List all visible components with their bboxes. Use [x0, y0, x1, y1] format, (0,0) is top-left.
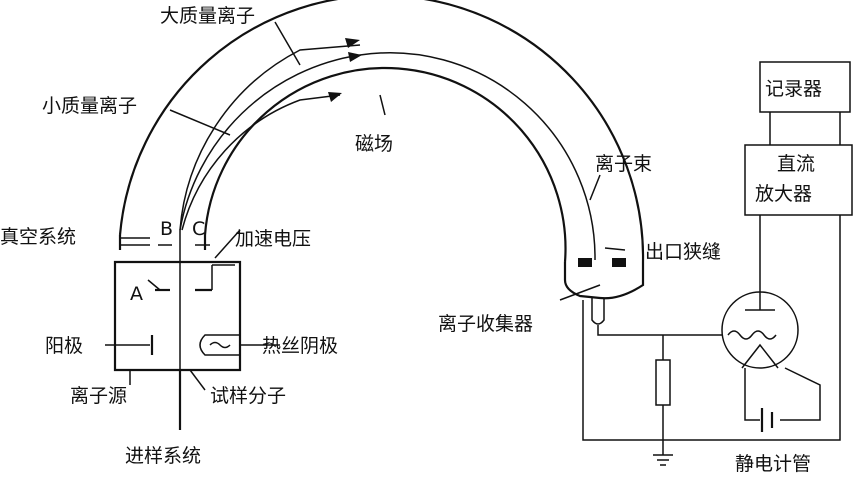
arrow-icon [345, 38, 360, 48]
dc-amplifier-box [744, 144, 853, 216]
collector-cup [591, 298, 605, 325]
ion-source [105, 235, 242, 430]
label-sample-inlet-system: 进样系统 [125, 445, 201, 467]
label-ion-source: 离子源 [70, 385, 127, 407]
label-ion-beam: 离子束 [595, 153, 652, 175]
circuit [582, 112, 841, 466]
label-dc-amplifier-2: 放大器 [755, 183, 812, 205]
label-large-mass-ion: 大质量离子 [160, 5, 255, 27]
ion-trajectories [179, 38, 596, 420]
label-exit-slit: 出口狭缝 [645, 241, 721, 263]
label-electrometer-tube: 静电计管 [735, 453, 811, 475]
analyzer-tube [118, 0, 645, 300]
label-sample-molecules: 试样分子 [210, 385, 286, 407]
label-electrode-a: A [130, 283, 143, 305]
recorder-box [759, 61, 851, 113]
label-recorder: 记录器 [765, 78, 822, 100]
label-magnetic-field: 磁场 [355, 133, 393, 155]
label-electrode-c: C [192, 218, 205, 240]
label-small-mass-ion: 小质量离子 [42, 95, 137, 117]
resistor [655, 359, 671, 406]
exit-slit-left [578, 258, 592, 267]
label-hot-filament-cathode: 热丝阴极 [262, 335, 338, 357]
label-electrode-b: B [160, 218, 173, 240]
arrow-icon [328, 92, 342, 102]
label-dc-amplifier-1: 直流 [777, 153, 815, 175]
label-ion-collector: 离子收集器 [438, 313, 533, 335]
label-accelerating-voltage: 加速电压 [235, 228, 311, 250]
exit-slit-right [612, 258, 626, 267]
arrow-icon [348, 52, 362, 62]
label-anode: 阳极 [45, 335, 83, 357]
label-vacuum-system: 真空系统 [0, 226, 76, 248]
ground-icon [653, 454, 673, 466]
